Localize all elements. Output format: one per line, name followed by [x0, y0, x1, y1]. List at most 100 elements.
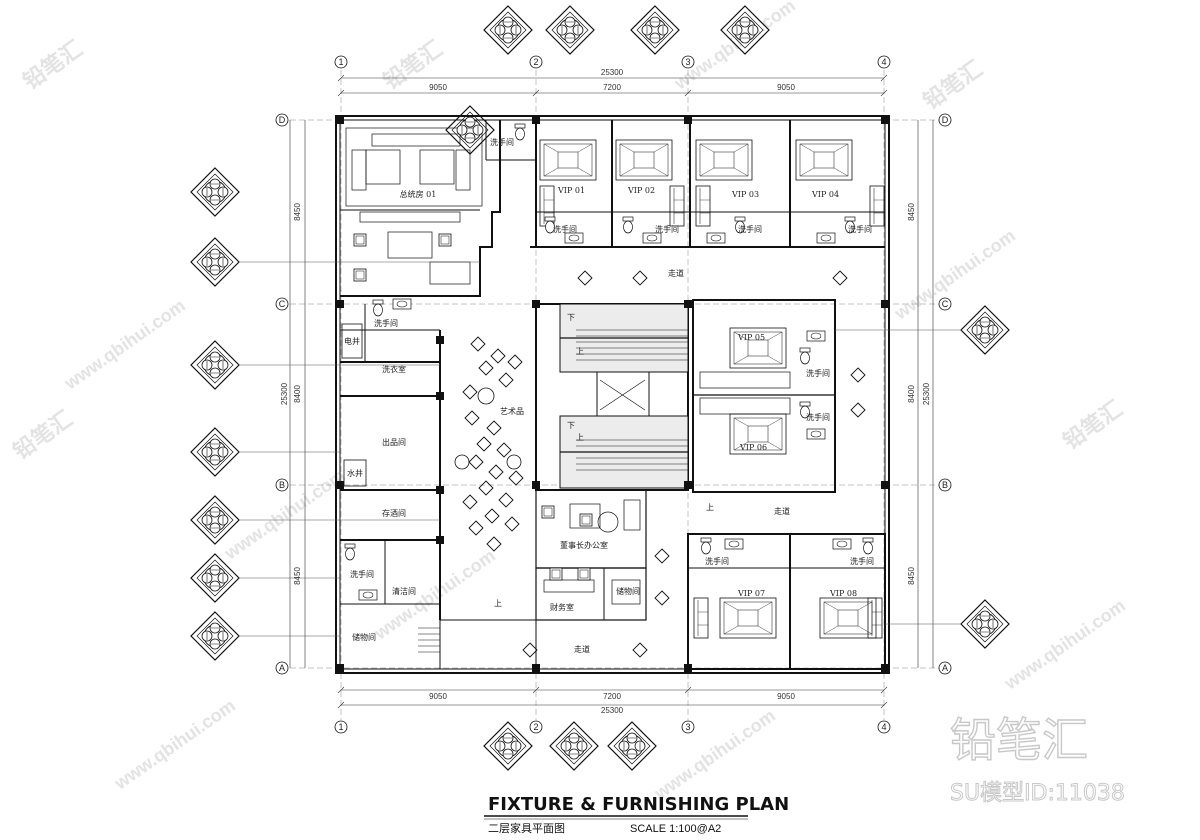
- axis-row-d-right: D: [938, 113, 952, 127]
- room-label-finance-room: 财务室: [550, 602, 574, 612]
- svg-text:4: 4: [881, 57, 886, 67]
- svg-text:9050: 9050: [777, 692, 795, 701]
- stair-label-up-left: 上: [494, 599, 502, 608]
- svg-text:1: 1: [338, 722, 343, 732]
- svg-text:B: B: [279, 480, 285, 490]
- room-label-washroom-vip04: 洗手间: [848, 224, 872, 234]
- room-label-washroom: 洗手间: [490, 137, 514, 147]
- room-label-corridor-east: 走道: [774, 506, 790, 516]
- room-label-washroom-vip06: 洗手间: [806, 412, 830, 422]
- brand-logo: 铅笔汇: [950, 713, 1088, 767]
- svg-text:www.qbihui.com: www.qbihui.com: [670, 0, 799, 94]
- svg-text:8400: 8400: [907, 385, 916, 403]
- room-label-vip08: VIP 08: [829, 589, 857, 598]
- svg-text:www.qbihui.com: www.qbihui.com: [60, 295, 189, 394]
- stair-label-up-north: 上: [576, 347, 584, 356]
- axis-row-d-left: D: [275, 113, 289, 127]
- axis-col-4-top: 4: [877, 55, 891, 69]
- room-label-washroom-vip02: 洗手间: [655, 224, 679, 234]
- svg-text:8450: 8450: [293, 567, 302, 585]
- room-label-president-suite: 总统房 01: [400, 189, 437, 199]
- axis-row-c-right: C: [938, 297, 952, 311]
- room-label-vip03: VIP 03: [731, 190, 759, 199]
- axis-bubbles: 1 2 3 4 1 2 3 4 D C B A D C B A: [275, 55, 952, 734]
- room-label-vip01: VIP 01: [557, 186, 585, 195]
- title-block: FIXTURE & FURNISHING PLAN 二层家具平面图 SCALE …: [484, 794, 789, 835]
- room-label-laundry: 洗衣室: [382, 364, 406, 374]
- svg-text:3: 3: [685, 722, 690, 732]
- vip-rooms-south: [693, 537, 883, 639]
- room-label-storage-room: 储物间: [352, 632, 376, 642]
- room-label-wine-room: 存酒间: [382, 508, 406, 518]
- svg-text:www.qbihui.com: www.qbihui.com: [110, 695, 239, 794]
- svg-text:铅笔汇: 铅笔汇: [919, 56, 988, 115]
- axis-col-3-bottom: 3: [681, 720, 695, 734]
- room-label-washroom-vip05: 洗手间: [806, 368, 830, 378]
- svg-text:8450: 8450: [907, 203, 916, 221]
- svg-text:铅笔汇: 铅笔汇: [1059, 396, 1128, 455]
- axis-row-c-left: C: [275, 297, 289, 311]
- svg-text:D: D: [279, 115, 286, 125]
- svg-text:3: 3: [685, 57, 690, 67]
- room-label-washroom-vip03: 洗手间: [738, 224, 762, 234]
- model-id: SU模型ID:11038: [950, 781, 1125, 806]
- room-label-storage-office: 储物间: [616, 586, 640, 596]
- stair-treads: [559, 303, 689, 489]
- room-label-vip07: VIP 07: [737, 589, 765, 598]
- svg-text:A: A: [279, 663, 285, 673]
- svg-text:www.qbihui.com: www.qbihui.com: [650, 705, 779, 804]
- svg-text:7200: 7200: [603, 692, 621, 701]
- room-label-vip06: VIP 06: [739, 443, 767, 452]
- axis-col-1-bottom: 1: [334, 720, 348, 734]
- svg-text:C: C: [942, 299, 949, 309]
- axis-row-a-right: A: [938, 661, 952, 675]
- stair-label-up-south: 上: [576, 433, 584, 442]
- vip-rooms-east: [699, 327, 826, 455]
- art-display-hall: [454, 336, 524, 552]
- dimensions: [289, 74, 934, 709]
- room-label-water-shaft: 水井: [347, 468, 363, 478]
- room-label-washroom-vip08: 洗手间: [850, 556, 874, 566]
- svg-text:9050: 9050: [429, 692, 447, 701]
- svg-text:www.qbihui.com: www.qbihui.com: [890, 225, 1019, 324]
- room-label-vip05: VIP 05: [737, 333, 765, 342]
- axis-col-2-top: 2: [529, 55, 543, 69]
- svg-text:8450: 8450: [907, 567, 916, 585]
- svg-text:C: C: [279, 299, 286, 309]
- watermark-layer: 铅笔汇 www.qbihui.com 铅笔汇 www.qbihui.com ww…: [9, 0, 1129, 804]
- room-label-corridor-north: 走道: [668, 268, 684, 278]
- svg-text:2: 2: [533, 57, 538, 67]
- room-label-art-display: 艺术品: [500, 406, 524, 416]
- svg-text:9050: 9050: [777, 83, 795, 92]
- svg-text:D: D: [942, 115, 949, 125]
- axis-row-b-left: B: [275, 478, 289, 492]
- axis-col-3-top: 3: [681, 55, 695, 69]
- svg-text:25300: 25300: [922, 382, 931, 405]
- svg-text:A: A: [942, 663, 948, 673]
- leader-lines: [238, 261, 962, 637]
- room-label-washroom-left: 洗手间: [374, 318, 398, 328]
- room-label-washroom-lower-left: 洗手间: [350, 569, 374, 579]
- axis-col-2-bottom: 2: [529, 720, 543, 734]
- stair-label-up-east: 上: [706, 503, 714, 512]
- svg-text:www.qbihui.com: www.qbihui.com: [1000, 595, 1129, 694]
- plan-scale: SCALE 1:100@A2: [630, 823, 721, 835]
- plan-title: FIXTURE & FURNISHING PLAN: [488, 794, 789, 815]
- svg-text:9050: 9050: [429, 83, 447, 92]
- room-label-elec-shaft: 电井: [344, 336, 360, 346]
- svg-text:7200: 7200: [603, 83, 621, 92]
- svg-text:1: 1: [338, 57, 343, 67]
- office-furniture: [541, 499, 641, 605]
- svg-text:25300: 25300: [601, 68, 624, 77]
- room-label-chairman-office: 董事长办公室: [560, 540, 608, 550]
- axis-col-1-top: 1: [334, 55, 348, 69]
- room-label-goods-room: 出品间: [382, 437, 406, 447]
- room-label-washroom-vip01: 洗手间: [553, 224, 577, 234]
- svg-text:B: B: [942, 480, 948, 490]
- svg-text:4: 4: [881, 722, 886, 732]
- room-label-washroom-vip07: 洗手间: [705, 556, 729, 566]
- svg-text:25300: 25300: [280, 382, 289, 405]
- room-label-corridor-south: 走道: [574, 644, 590, 654]
